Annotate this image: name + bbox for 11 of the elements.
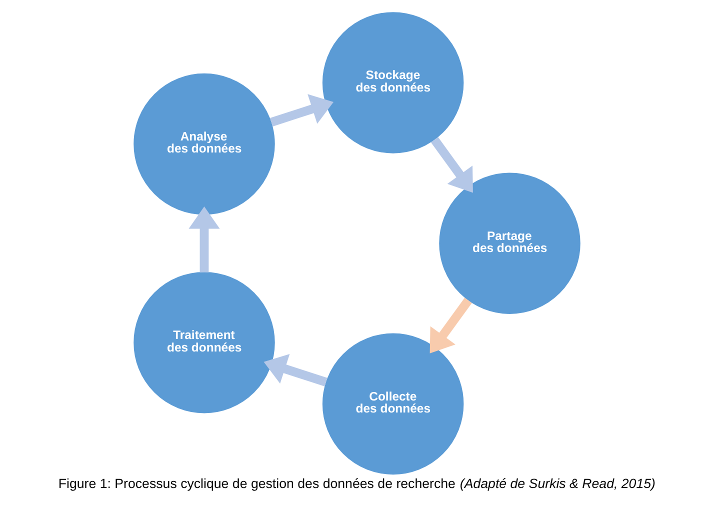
arrow	[188, 206, 220, 272]
arrow	[264, 354, 328, 386]
node-circle: Partage des données	[439, 172, 580, 314]
node-circle: Stockage des données	[322, 12, 464, 154]
arrow	[270, 94, 334, 126]
arrow	[430, 298, 472, 354]
node-circle: Analyse des données	[134, 73, 275, 215]
arrow	[430, 137, 473, 193]
node-circle: Collecte des données	[322, 333, 464, 475]
caption: Figure 1: Processus cyclique de gestion des données de recherche (Adapté de Surkis & Read, 2015)	[58, 476, 656, 492]
node-circle: Traitement des données	[134, 272, 275, 414]
